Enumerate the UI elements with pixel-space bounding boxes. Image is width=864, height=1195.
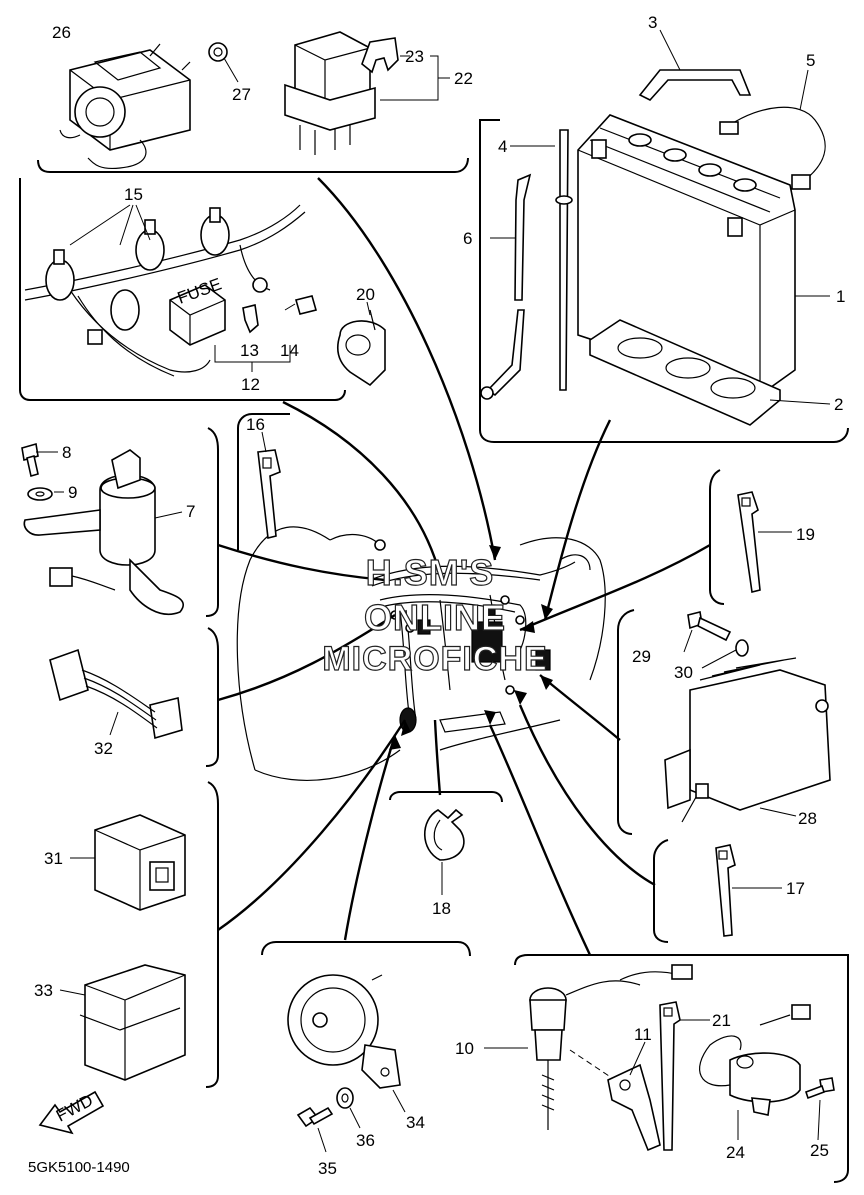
callout-23: 23 xyxy=(405,47,424,66)
part-5-battery-cable xyxy=(719,106,826,190)
panel-battery xyxy=(479,29,849,443)
watermark-line2: ONLINE xyxy=(364,597,506,638)
harness-connector xyxy=(87,277,268,345)
callout-18: 18 xyxy=(432,899,451,918)
callout-22: 22 xyxy=(454,69,473,88)
callout-20: 20 xyxy=(356,285,375,304)
part-16-band xyxy=(257,449,281,539)
part-11-bracket xyxy=(569,1049,661,1152)
callout-21: 21 xyxy=(712,1011,731,1030)
part-fuse-box: FUSE xyxy=(169,274,226,346)
part-22-relay xyxy=(284,31,376,155)
part-27-nut xyxy=(208,42,239,83)
part-18-clamp xyxy=(424,808,465,861)
callout-9: 9 xyxy=(68,483,77,502)
callout-33: 33 xyxy=(34,981,53,1000)
callout-29: 29 xyxy=(632,647,651,666)
panel-main-switch xyxy=(21,427,219,617)
frame-outline xyxy=(236,526,606,781)
part-14-fuse xyxy=(295,295,317,315)
part-32-lead-wire xyxy=(49,648,183,740)
callout-26: 26 xyxy=(52,23,71,42)
panel-band-19 xyxy=(709,469,792,605)
callout-14: 14 xyxy=(280,341,299,360)
callout-16: 16 xyxy=(246,415,265,434)
part-33-unit xyxy=(79,964,186,1081)
part-30-washer xyxy=(735,639,749,657)
callout-28: 28 xyxy=(798,809,817,828)
part-36-washer xyxy=(336,1087,354,1109)
watermark: H.SM'S ONLINE MICROFICHE xyxy=(322,551,548,678)
callout-19: 19 xyxy=(796,525,815,544)
part-2-battery-pad xyxy=(589,319,781,426)
panel-top-left xyxy=(37,31,469,173)
part-28-rectifier xyxy=(664,657,831,823)
watermark-line1: H.SM'S xyxy=(366,552,495,593)
part-35-bolt xyxy=(296,1106,334,1128)
part-10-switch xyxy=(529,980,641,1130)
callout-36: 36 xyxy=(356,1131,375,1150)
panel-horn xyxy=(261,941,471,1153)
part-20-clamp xyxy=(336,309,386,387)
callout-7: 7 xyxy=(186,502,195,521)
wire-harness xyxy=(369,539,576,733)
panel-clamp-18 xyxy=(389,791,503,895)
callout-15: 15 xyxy=(124,185,143,204)
panel-harness-detail: FUSE xyxy=(19,178,386,401)
part-7-main-switch xyxy=(23,449,184,615)
callout-5: 5 xyxy=(806,51,815,70)
part-25-screw xyxy=(804,1077,835,1100)
part-15-clamps xyxy=(45,207,230,331)
callout-27: 27 xyxy=(232,85,251,104)
panel-band-17 xyxy=(653,839,782,943)
part-24-sensor xyxy=(699,1035,801,1116)
callout-4: 4 xyxy=(498,137,507,156)
panel-rectifier xyxy=(617,609,831,835)
drawing-number: 5GK5100-1490 xyxy=(28,1159,130,1176)
callout-11: 11 xyxy=(634,1025,652,1044)
panel-connector xyxy=(49,627,219,767)
callout-8: 8 xyxy=(62,443,71,462)
watermark-line3: MICROFICHE xyxy=(322,640,547,678)
callout-6: 6 xyxy=(463,229,472,248)
part-3-battery-band xyxy=(638,69,752,101)
callout-10: 10 xyxy=(455,1039,474,1058)
callout-13: 13 xyxy=(240,341,259,360)
callout-35: 35 xyxy=(318,1159,337,1178)
part-connector-top xyxy=(619,964,811,1026)
part-34-horn xyxy=(287,974,401,1089)
callout-30: 30 xyxy=(674,663,693,682)
callout-numbers: 1 2 3 4 5 6 7 8 9 10 11 12 13 14 15 16 1… xyxy=(34,13,845,1178)
part-13-fuse xyxy=(242,304,259,334)
part-9-washer xyxy=(27,487,53,501)
callout-2: 2 xyxy=(834,395,843,414)
callout-24: 24 xyxy=(726,1143,745,1162)
part-26-flasher xyxy=(59,43,191,170)
callout-1: 1 xyxy=(836,287,845,306)
harness-leaders xyxy=(217,177,711,956)
part-17-band xyxy=(715,844,736,937)
part-6-band xyxy=(480,173,532,400)
part-8-screw xyxy=(21,442,39,478)
part-31-relay xyxy=(94,814,186,911)
panel-band-16 xyxy=(237,413,290,550)
part-21-band xyxy=(659,1001,681,1151)
part-29-bolt xyxy=(687,611,732,642)
callout-3: 3 xyxy=(648,13,657,32)
fwd-arrow: FWD xyxy=(38,1091,105,1135)
callout-31: 31 xyxy=(44,849,63,868)
callout-17: 17 xyxy=(786,879,805,898)
harness-relay-block xyxy=(471,621,503,663)
part-4-rod xyxy=(555,129,573,391)
part-19-band xyxy=(737,491,761,593)
panel-switches xyxy=(484,954,849,1183)
callout-34: 34 xyxy=(406,1113,425,1132)
panel-relays: FWD xyxy=(38,781,219,1135)
part-23-fuse xyxy=(361,37,399,74)
callout-32: 32 xyxy=(94,739,113,758)
callout-12: 12 xyxy=(241,375,260,394)
callout-25: 25 xyxy=(810,1141,829,1160)
